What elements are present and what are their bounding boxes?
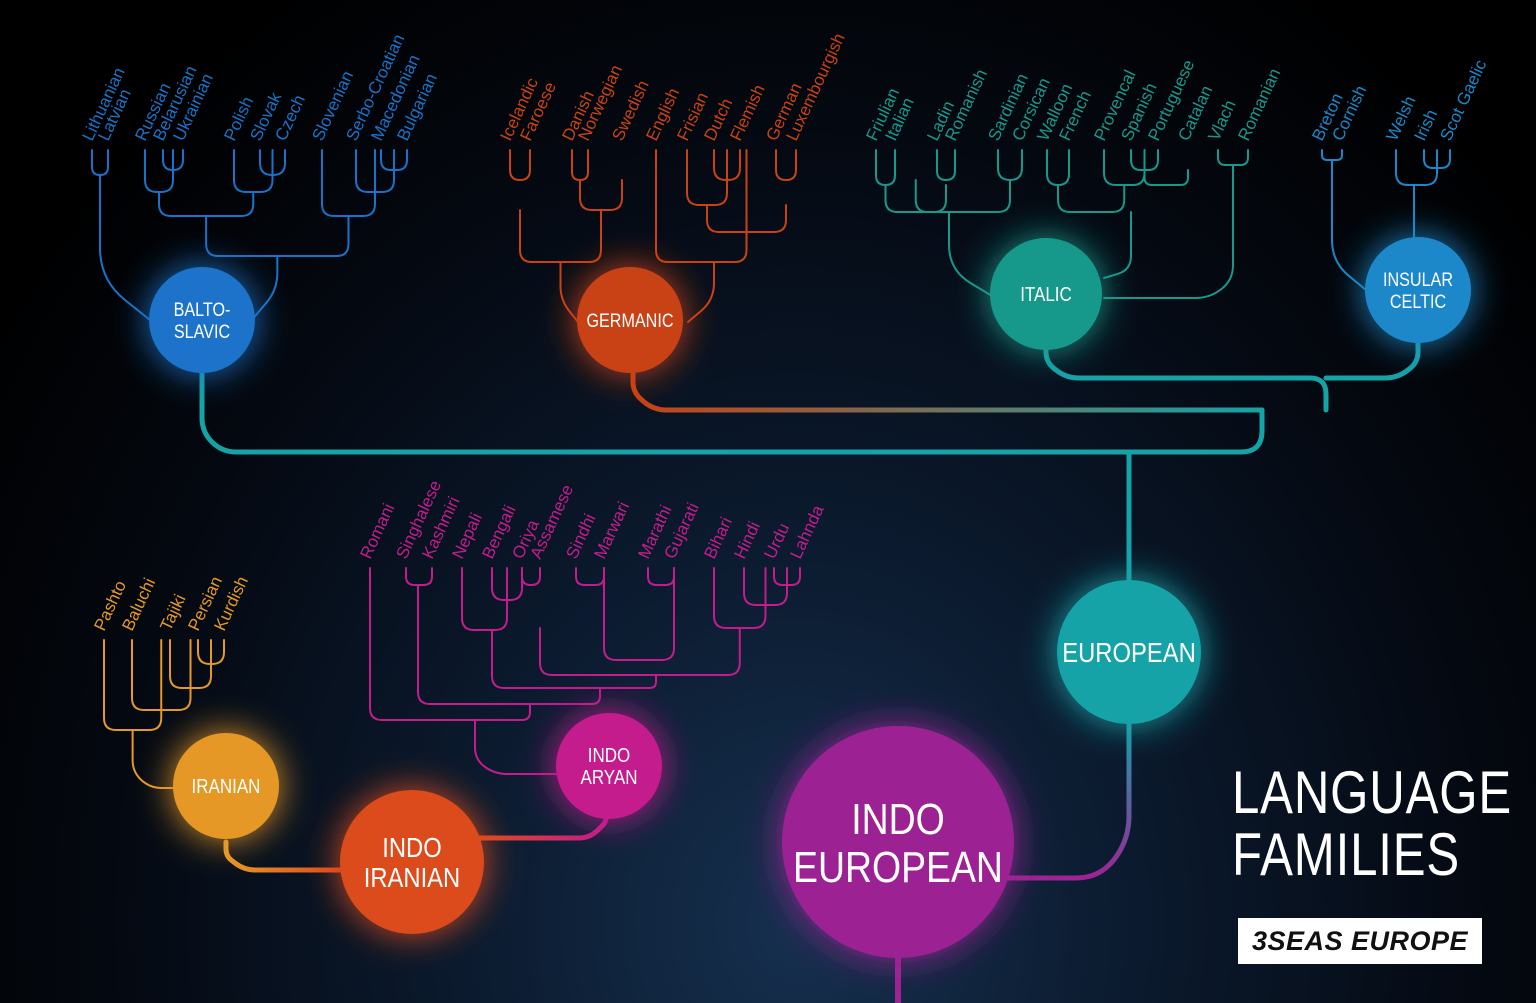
- balto-slavic-b1: [91, 149, 109, 177]
- balto-slavic-left-arm: [99, 174, 151, 321]
- insular-celtic-left-arm: [1331, 159, 1367, 291]
- european-label-0: EUROPEAN: [1062, 636, 1195, 668]
- trunk-balto-branch: [199, 369, 1265, 455]
- italic-label-0: ITALIC: [1020, 283, 1072, 306]
- italic-b3: [884, 184, 947, 213]
- indo-aryan-b9: [575, 567, 605, 586]
- balto-slavic-b10: [205, 215, 350, 257]
- iranian-node: [173, 733, 279, 839]
- indo-iranian-label-0: INDO: [382, 831, 441, 863]
- italic-b2: [936, 149, 956, 182]
- italic-b6: [1046, 149, 1070, 187]
- indo-aryan-b12: [405, 567, 433, 586]
- title-line-2: FAMILIES: [1232, 821, 1461, 888]
- indo-aryan-label-0: INDO: [588, 744, 630, 767]
- italic-b8: [1103, 149, 1146, 186]
- indo-aryan-node: [556, 713, 662, 819]
- indo-european-label-0: INDO: [851, 794, 944, 844]
- insular-celtic-label-1: CELTIC: [1390, 291, 1446, 313]
- italic-b9: [1143, 169, 1189, 186]
- indo-aryan-b4: [603, 567, 675, 661]
- balto-slavic-label-1: SLAVIC: [174, 321, 230, 343]
- indo-aryan-b5: [647, 567, 675, 586]
- iranian-to-node: [131, 729, 177, 789]
- trunk-italic-branch: [1043, 339, 1329, 413]
- italic-b10: [1057, 184, 1126, 213]
- italic-right-arm: [1103, 164, 1234, 299]
- trunk-germanic-branch: [630, 369, 1265, 413]
- logo: 3SEAS EUROPE: [1238, 918, 1482, 964]
- indo-aryan-b3: [461, 567, 508, 631]
- balto-slavic-b6: [158, 191, 255, 217]
- indo-iranian-label-1: IRANIAN: [364, 861, 460, 893]
- italic-b1: [875, 149, 896, 187]
- balto-slavic-label-0: BALTO-: [174, 299, 231, 321]
- indo-aryan-b11: [491, 629, 657, 689]
- germanic-b2: [571, 149, 589, 182]
- page-title: LANGUAGE FAMILIES: [1232, 759, 1512, 888]
- trunk-celtic-branch: [1323, 339, 1421, 381]
- germanic-b4: [519, 209, 602, 263]
- balto-slavic-b9: [321, 149, 376, 217]
- germanic-b1: [509, 149, 531, 182]
- leaf-iranian-2: Tajiki: [156, 591, 189, 633]
- indo-aryan-b14: [369, 567, 531, 721]
- indo-european-label-1: EUROPEAN: [793, 842, 1003, 892]
- leaf-insular_celtic-3: Irish: [1410, 107, 1441, 144]
- insular-celtic-label-0: INSULAR: [1383, 269, 1453, 291]
- leaf-insular_celtic-4: Scot Gaelic: [1436, 56, 1490, 143]
- italic-node: [990, 238, 1102, 350]
- indo-iranian-node: [340, 790, 484, 934]
- leaf-indo_aryan-14: Lahnda: [786, 502, 827, 562]
- insular-celtic-b3: [1395, 149, 1438, 186]
- indo-aryan-b2: [521, 567, 541, 586]
- iranian-label-0: IRANIAN: [192, 775, 261, 798]
- leaf-italic-13: Romanian: [1234, 65, 1284, 143]
- germanic-b9: [655, 149, 748, 263]
- indo-aryan-b13: [417, 584, 601, 705]
- title-line-1: LANGUAGE: [1232, 759, 1512, 826]
- trunk-aryan-to-indoiranian: [475, 811, 609, 841]
- germanic-b6: [686, 149, 728, 206]
- germanic-right-arm: [687, 261, 715, 323]
- indo-european-node: [782, 726, 1014, 958]
- balto-slavic-b5: [233, 149, 274, 193]
- germanic-b7: [775, 149, 797, 182]
- trunk-iranian-to-indoiranian: [223, 839, 343, 873]
- leaf-indo_aryan-8: Marwari: [590, 499, 633, 562]
- germanic-label-0: GERMANIC: [587, 310, 674, 332]
- italic-b4: [997, 149, 1023, 182]
- european-node: [1057, 580, 1201, 724]
- germanic-node: [577, 267, 683, 373]
- italic-left-arm: [948, 211, 993, 297]
- balto-slavic-right-arm: [249, 255, 279, 323]
- germanic-left-arm: [559, 261, 579, 323]
- indo-aryan-b8: [713, 567, 767, 629]
- italic-b11: [1217, 149, 1249, 166]
- balto-slavic-b3: [144, 149, 174, 193]
- balto-slavic-node: [149, 267, 255, 373]
- trunk-european-to-ie: [997, 717, 1132, 881]
- germanic-b3: [579, 179, 623, 211]
- indo-aryan-to-node: [474, 719, 557, 775]
- italic-b5: [914, 179, 1011, 213]
- indo-aryan-label-1: ARYAN: [581, 766, 638, 789]
- insular-celtic-b1: [1321, 149, 1343, 161]
- indo-aryan-b10: [539, 627, 741, 676]
- leaf-indo_aryan-12: Hindi: [730, 519, 764, 562]
- logo-text: 3SEAS EUROPE: [1251, 925, 1469, 956]
- italic-mid-arm: [1103, 211, 1132, 279]
- insular-celtic-node: [1365, 237, 1471, 343]
